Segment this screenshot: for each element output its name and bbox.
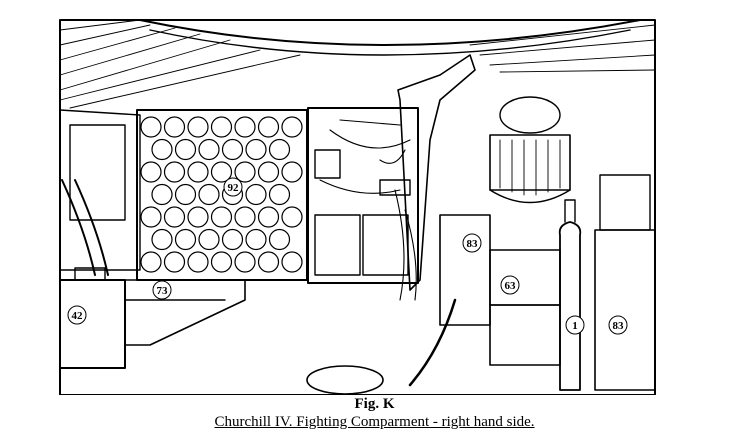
ammo-round	[281, 206, 303, 228]
ammo-round	[151, 183, 173, 206]
ammo-round	[198, 228, 220, 251]
ammo-round	[187, 206, 209, 228]
floor-hatch	[306, 365, 384, 395]
ammo-round	[198, 183, 220, 206]
ammo-round	[281, 116, 303, 138]
ammo-round	[163, 161, 186, 183]
fan-housing-top	[499, 96, 561, 134]
fan-ribs	[499, 139, 561, 196]
ammo-round	[187, 116, 209, 138]
ammo-round	[281, 161, 303, 183]
roof-hatching	[59, 19, 301, 109]
fan-housing-base	[489, 189, 571, 204]
ammo-round	[221, 228, 244, 251]
turret-ring	[139, 19, 641, 46]
stowage-bin	[594, 229, 656, 391]
ammo-round	[151, 228, 173, 251]
ammo-round	[257, 206, 280, 228]
ammo-round	[140, 251, 162, 273]
gun-mount	[397, 54, 476, 291]
callout-ammo-rack: 92	[228, 182, 240, 194]
ammo-round	[187, 251, 209, 273]
ammo-round	[151, 138, 173, 161]
left-pipe	[61, 179, 109, 276]
ammo-round	[198, 138, 220, 161]
ammo-round	[210, 161, 233, 183]
ammo-round	[163, 206, 186, 228]
ammo-round	[163, 116, 186, 138]
ammo-round	[234, 161, 256, 183]
ammo-round	[174, 138, 197, 161]
figure-label: Fig. K	[354, 396, 395, 412]
callout-floor-tray: 73	[157, 285, 169, 297]
control-box	[314, 149, 341, 179]
callout-stowage-bin: 83	[613, 320, 625, 332]
ammo-round	[234, 251, 256, 273]
ammo-rounds	[140, 116, 303, 273]
ammo-round	[268, 183, 291, 206]
line-drawing: 92 73 42 83 63 1 83	[59, 19, 656, 395]
callout-wireless-set: 83	[467, 238, 479, 250]
callout-extinguisher: 1	[572, 320, 578, 332]
callout-fuel-can: 42	[72, 310, 84, 322]
wireless-set	[314, 214, 361, 276]
ammo-round	[268, 138, 291, 161]
ammo-round	[234, 116, 256, 138]
ammo-round	[140, 161, 162, 183]
set-83-left	[439, 214, 491, 326]
ammo-round	[245, 183, 267, 206]
roof-right-hatching	[469, 24, 656, 73]
equipment-bay	[307, 107, 419, 284]
ammo-round	[245, 138, 267, 161]
battery-box	[489, 249, 561, 306]
floor-cable	[408, 298, 457, 387]
ammo-round	[268, 228, 291, 251]
fan-housing	[489, 134, 571, 191]
ammo-round	[257, 116, 280, 138]
fuel-can-handle	[74, 267, 106, 281]
ammo-round	[174, 183, 197, 206]
extinguisher-head	[564, 199, 576, 223]
ammo-round	[163, 251, 186, 273]
ammo-round	[257, 161, 280, 183]
left-wall-panel	[59, 109, 141, 271]
junction-box	[379, 179, 411, 196]
ammo-round	[140, 116, 162, 138]
floor-tray	[124, 279, 246, 346]
turret-ring-inner	[149, 29, 631, 56]
extinguisher	[558, 221, 582, 391]
ammo-round	[140, 206, 162, 228]
ammo-round	[245, 228, 267, 251]
left-window	[69, 124, 126, 221]
ammo-round	[174, 228, 197, 251]
ammo-round	[210, 206, 233, 228]
battery-box-lower	[489, 304, 561, 366]
fuel-can	[59, 279, 126, 369]
ammo-round	[257, 251, 280, 273]
ammo-round	[187, 161, 209, 183]
cables	[319, 119, 417, 301]
ammo-round	[281, 251, 303, 273]
ammo-round	[221, 138, 244, 161]
callout-battery-box: 63	[505, 280, 517, 292]
ammo-round	[234, 206, 256, 228]
ammo-round	[210, 251, 233, 273]
figure-caption: Churchill IV. Fighting Comparment - righ…	[214, 414, 535, 430]
ammo-round	[210, 116, 233, 138]
right-cabinet	[599, 174, 651, 231]
